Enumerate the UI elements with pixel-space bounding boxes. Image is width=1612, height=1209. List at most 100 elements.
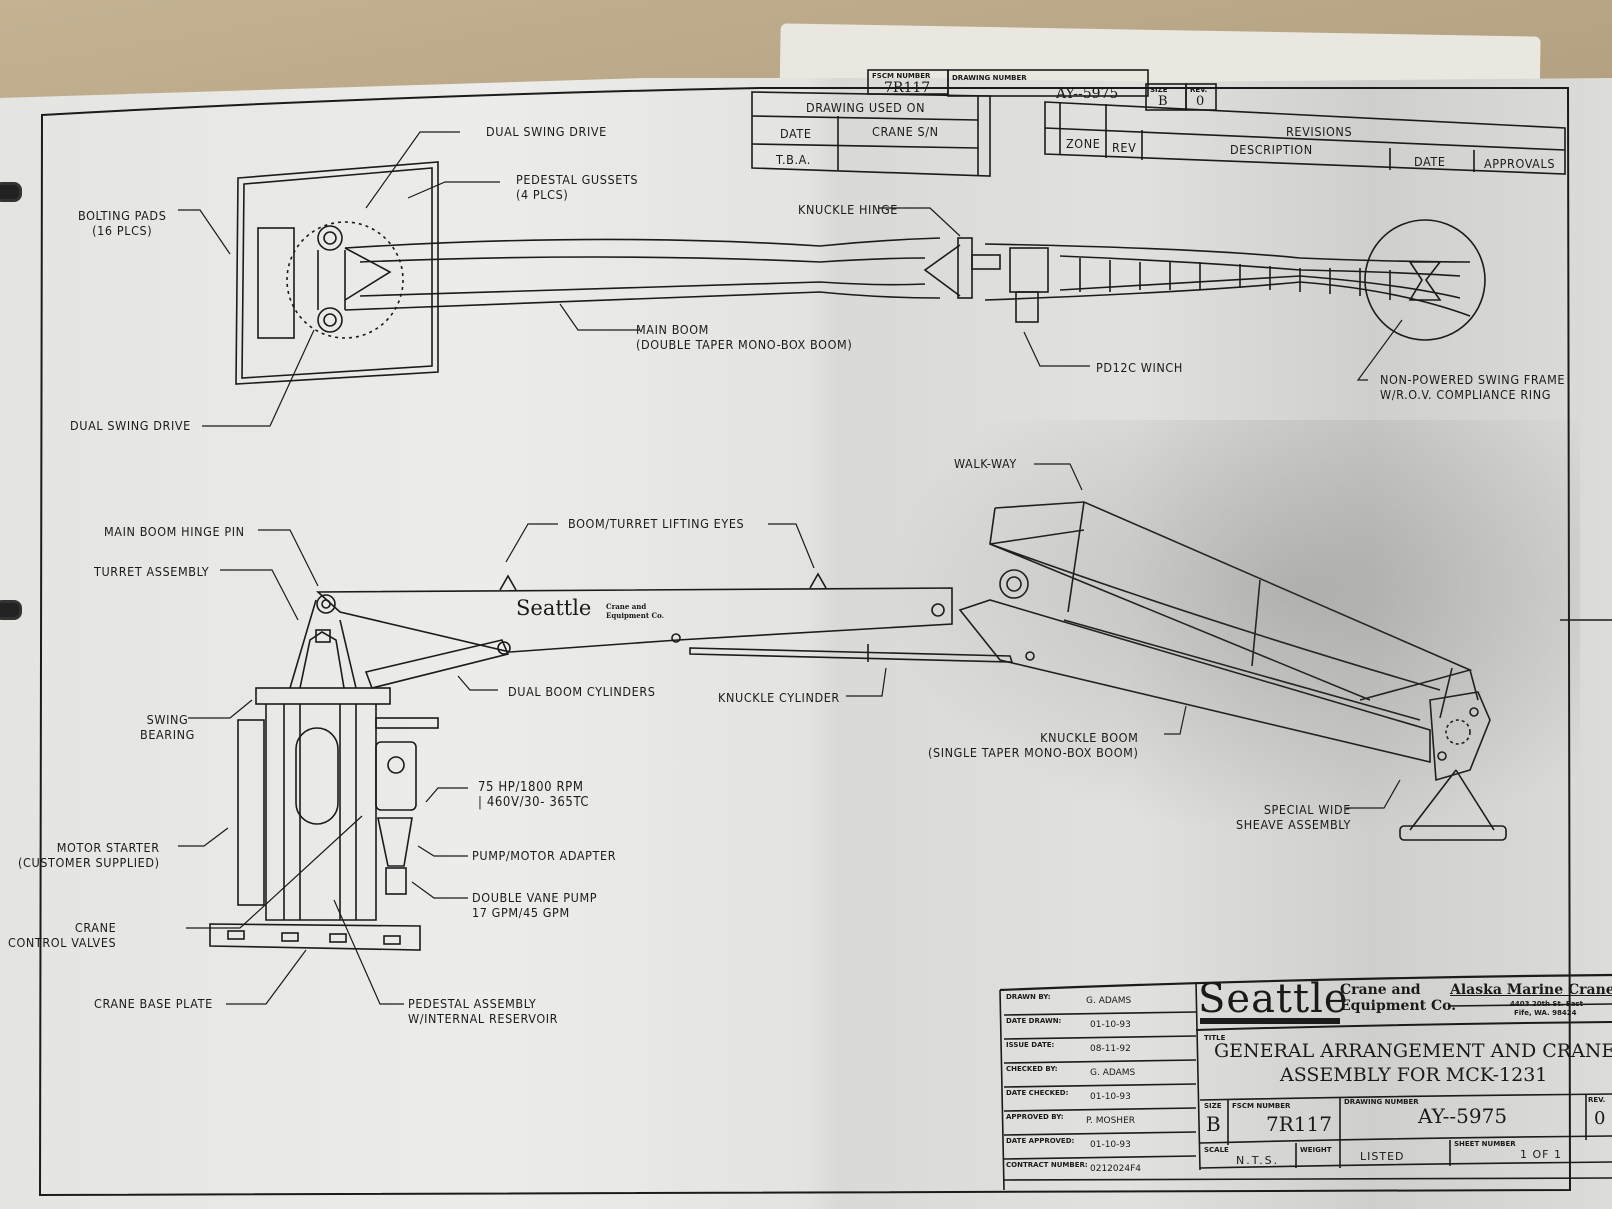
label-pump-motor-adapter: PUMP/MOTOR ADAPTER — [472, 848, 617, 863]
company-logo-seattle: Seattle — [1198, 976, 1349, 1022]
label-turret-assembly: TURRET ASSEMBLY — [94, 564, 210, 579]
revisions-heading: REVISIONS — [1286, 124, 1353, 139]
top-rev-label: REV. — [1190, 86, 1208, 94]
field-value: 0212024F4 — [1090, 1164, 1141, 1174]
top-size-value: B — [1158, 94, 1168, 109]
company-name-line2: Equipment Co. — [1340, 998, 1457, 1014]
logo-underline-bar — [1200, 1018, 1340, 1024]
label-special-wide-sheave: SPECIAL WIDE SHEAVE ASSEMBLY — [1236, 802, 1351, 832]
field-label: DRAWN BY: — [1006, 993, 1051, 1001]
bottom-scale-label: SCALE — [1204, 1146, 1229, 1154]
top-size-label: SIZE — [1150, 86, 1168, 94]
pedestal-plan — [235, 161, 439, 385]
label-walk-way: WALK-WAY — [954, 456, 1017, 471]
field-label: DATE APPROVED: — [1006, 1137, 1075, 1145]
field-label: CONTRACT NUMBER: — [1006, 1161, 1088, 1169]
knuckle-boom-elevation — [958, 501, 1507, 841]
boom-logo-seattle: Seattle — [516, 596, 592, 620]
field-value: G. ADAMS — [1090, 1068, 1136, 1078]
label-pd12c-winch: PD12C WINCH — [1096, 360, 1183, 375]
field-value: 08-11-92 — [1090, 1044, 1131, 1054]
label-boom-turret-lifting-eyes: BOOM/TURRET LIFTING EYES — [568, 516, 745, 531]
top-rev-value: 0 — [1196, 94, 1205, 109]
label-crane-base-plate: CRANE BASE PLATE — [94, 996, 213, 1011]
top-drawing-number-value: AY--5975 — [1056, 86, 1119, 102]
revisions-col-rev: REV — [1112, 140, 1137, 155]
drawing-title-line1: GENERAL ARRANGEMENT AND CRANE — [1214, 1040, 1612, 1062]
used-on-tba-value: T.B.A. — [776, 152, 811, 167]
revisions-col-description: DESCRIPTION — [1230, 142, 1313, 157]
label-motor-starter: MOTOR STARTER (CUSTOMER SUPPLIED) — [18, 840, 160, 870]
drawing-sheet — [0, 78, 1612, 1209]
boom-logo-line1: Crane and — [606, 602, 647, 611]
label-knuckle-cylinder: KNUCKLE CYLINDER — [718, 690, 840, 705]
bottom-fscm-value: 7R117 — [1266, 1112, 1332, 1136]
main-boom-plan — [344, 237, 961, 311]
binder-ring-icon — [0, 600, 22, 620]
label-swing-frame: NON-POWERED SWING FRAME W/R.O.V. COMPLIA… — [1380, 372, 1566, 402]
revisions-col-zone: ZONE — [1066, 136, 1101, 151]
field-value: 01-10-93 — [1090, 1020, 1131, 1030]
drawing-title-line2: ASSEMBLY FOR MCK-1231 — [1280, 1064, 1548, 1086]
knuckle-hinge-plan — [957, 237, 1049, 323]
label-dual-boom-cylinders: DUAL BOOM CYLINDERS — [508, 684, 656, 699]
pedestal-elevation — [209, 599, 439, 951]
binder-ring-icon — [0, 182, 22, 202]
title-label: TITLE — [1204, 1034, 1226, 1042]
used-on-date-header: DATE — [780, 126, 812, 141]
label-knuckle-hinge: KNUCKLE HINGE — [798, 202, 898, 217]
label-knuckle-boom: KNUCKLE BOOM (SINGLE TAPER MONO-BOX BOOM… — [928, 730, 1139, 760]
main-boom-elevation — [315, 572, 1014, 689]
bottom-sheet-value: 1 OF 1 — [1520, 1148, 1562, 1161]
drawing-used-on-heading: DRAWING USED ON — [806, 100, 926, 115]
top-fscm-value: 7R117 — [884, 80, 931, 96]
label-double-vane-pump: DOUBLE VANE PUMP 17 GPM/45 GPM — [472, 890, 598, 920]
top-block-lines — [751, 69, 1566, 177]
field-label: DATE CHECKED: — [1006, 1089, 1069, 1097]
drawing-border — [38, 87, 1572, 1197]
leader-lines — [178, 131, 1403, 1005]
revisions-col-approvals: APPROVALS — [1484, 156, 1556, 171]
client-address-line1: 4403 20th St. East — [1510, 1000, 1583, 1008]
field-value: G. ADAMS — [1086, 996, 1132, 1006]
bottom-size-value: B — [1206, 1112, 1221, 1136]
top-drawing-number-label: DRAWING NUMBER — [952, 74, 1027, 82]
bottom-rev-value: 0 — [1594, 1108, 1606, 1129]
label-dual-swing-drive-top: DUAL SWING DRIVE — [486, 124, 607, 139]
label-bolting-pads: BOLTING PADS (16 PLCS) — [78, 208, 167, 238]
title-block-lines — [999, 973, 1612, 1191]
bottom-size-label: SIZE — [1204, 1102, 1222, 1110]
label-crane-control-valves: CRANE CONTROL VALVES — [8, 920, 117, 950]
top-fscm-label: FSCM NUMBER — [872, 72, 931, 80]
client-name: Alaska Marine Crane — [1450, 982, 1612, 998]
bottom-weight-value: LISTED — [1360, 1150, 1405, 1163]
revisions-col-date: DATE — [1414, 154, 1446, 169]
label-swing-bearing: SWING BEARING — [140, 712, 195, 742]
label-pedestal-gussets: PEDESTAL GUSSETS (4 PLCS) — [516, 172, 639, 202]
field-label: DATE DRAWN: — [1006, 1017, 1062, 1025]
compliance-ring — [1364, 219, 1486, 341]
label-main-boom: MAIN BOOM (DOUBLE TAPER MONO-BOX BOOM) — [636, 322, 853, 352]
bottom-drawing-number-label: DRAWING NUMBER — [1344, 1098, 1419, 1106]
used-on-crane-sn-header: CRANE S/N — [872, 124, 939, 139]
field-label: APPROVED BY: — [1006, 1113, 1064, 1121]
field-value: 01-10-93 — [1090, 1092, 1131, 1102]
bottom-sheet-label: SHEET NUMBER — [1454, 1140, 1516, 1148]
label-dual-swing-drive-bottom: DUAL SWING DRIVE — [70, 418, 191, 433]
field-label: ISSUE DATE: — [1006, 1041, 1055, 1049]
field-value: 01-10-93 — [1090, 1140, 1131, 1150]
label-main-boom-hinge-pin: MAIN BOOM HINGE PIN — [104, 524, 245, 539]
bottom-weight-label: WEIGHT — [1300, 1146, 1332, 1154]
label-pedestal-assembly: PEDESTAL ASSEMBLY W/INTERNAL RESERVOIR — [408, 996, 559, 1026]
field-value: P. MOSHER — [1086, 1116, 1136, 1126]
bottom-fscm-label: FSCM NUMBER — [1232, 1102, 1291, 1110]
client-address-line2: Fife, WA. 98424 — [1514, 1009, 1577, 1017]
bottom-rev-label: REV. — [1588, 1096, 1606, 1104]
field-label: CHECKED BY: — [1006, 1065, 1058, 1073]
label-motor-spec: 75 HP/1800 RPM | 460V/30- 365TC — [478, 780, 590, 810]
bottom-drawing-number-value: AY--5975 — [1418, 1104, 1508, 1128]
knuckle-boom-plan — [984, 219, 1486, 341]
company-name-line1: Crane and — [1340, 982, 1421, 998]
bottom-scale-value: N.T.S. — [1236, 1154, 1280, 1167]
boom-logo-line2: Equipment Co. — [606, 611, 665, 620]
